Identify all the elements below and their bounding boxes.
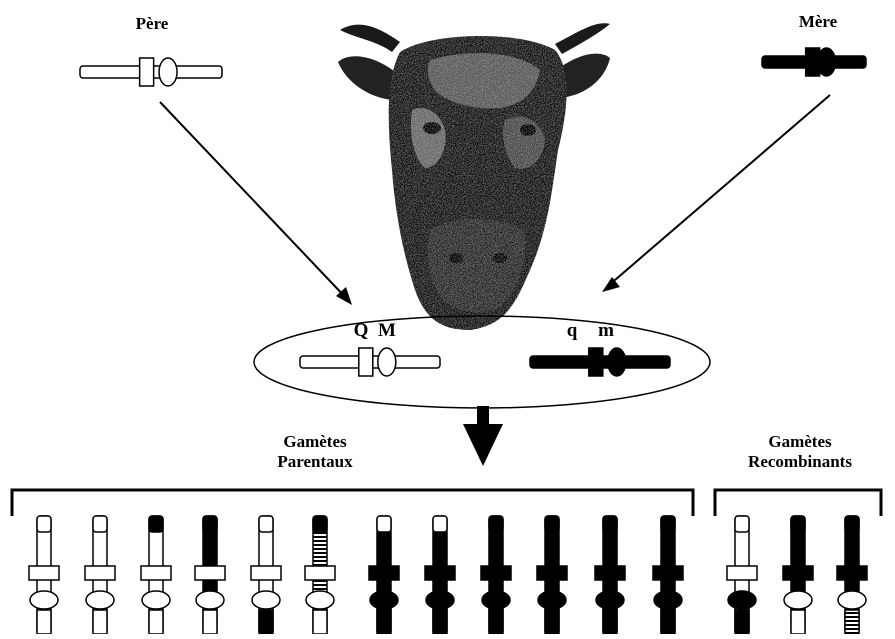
parental-gamete-12 — [653, 516, 683, 634]
recombinant-gamete-1 — [727, 516, 757, 634]
recombinant-gametes-title: Gamètes Recombinants — [730, 432, 870, 472]
parental-bracket — [12, 490, 693, 516]
recombinant-bracket — [715, 490, 881, 516]
parental-gamete-1 — [29, 516, 59, 634]
recombinant-gametes-line2: Recombinants — [730, 452, 870, 472]
allele-M-label: M — [376, 321, 398, 341]
allele-q-label: q — [564, 321, 580, 341]
recombinant-gamete-2 — [783, 516, 813, 634]
parental-gamete-6 — [305, 516, 335, 634]
offspring-maternal-chromosome — [530, 348, 670, 376]
parental-gamete-7 — [369, 516, 399, 634]
father-chromosome — [80, 58, 222, 86]
cow-head-image — [338, 23, 610, 330]
offspring-paternal-chromosome — [300, 348, 440, 376]
allele-Q-label: Q — [351, 321, 371, 341]
recombinant-gamete-3 — [837, 516, 867, 634]
parental-gamete-10 — [537, 516, 567, 634]
recombinant-gametes-line1: Gamètes — [730, 432, 870, 452]
allele-m-label: m — [596, 321, 616, 341]
mother-label: Mère — [790, 12, 846, 32]
parental-gamete-11 — [595, 516, 625, 634]
meiosis-arrow — [463, 406, 503, 466]
parental-gametes-line1: Gamètes — [255, 432, 375, 452]
parental-gamete-5 — [251, 516, 281, 634]
parental-gamete-4 — [195, 516, 225, 634]
father-label: Père — [128, 14, 176, 34]
gamete-chromosomes — [29, 516, 867, 634]
parental-gamete-8 — [425, 516, 455, 634]
parental-gamete-3 — [141, 516, 171, 634]
parental-gametes-title: Gamètes Parentaux — [255, 432, 375, 472]
mother-chromosome — [762, 48, 866, 76]
parental-gametes-line2: Parentaux — [255, 452, 375, 472]
parental-gamete-9 — [481, 516, 511, 634]
parental-gamete-2 — [85, 516, 115, 634]
